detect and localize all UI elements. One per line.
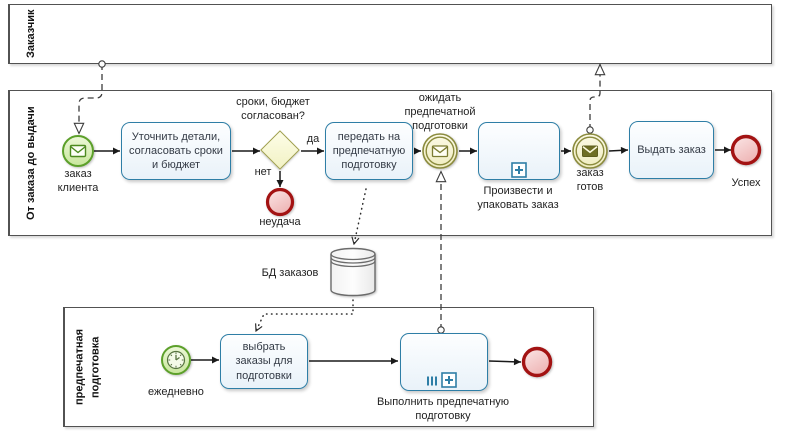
- task-deliver-order: Выдать заказ: [629, 121, 714, 179]
- throw-event-order-ready: [572, 133, 608, 169]
- label-gateway-question: сроки, бюджет согласован?: [236, 96, 310, 122]
- label-daily: ежедневно: [148, 386, 204, 398]
- pool-customer: Заказчик: [8, 4, 772, 64]
- label-success: Успех: [731, 177, 761, 189]
- timer-start-event-daily: [161, 345, 191, 375]
- label-perform-prepress: Выполнить предпечатную подготовку: [376, 396, 510, 422]
- subprocess-plus-icon: [441, 372, 457, 388]
- task-select-orders: выбрать заказы для подготовки: [220, 334, 308, 389]
- label-order-ready: заказ готов: [576, 167, 604, 193]
- task-clarify-details: Уточнить детали, согласовать сроки и бюд…: [121, 122, 231, 180]
- end-event-prepress: [521, 346, 553, 378]
- label-wait-prepress: ожидать предпечатной подготовки: [404, 92, 476, 132]
- label-failure: неудача: [259, 216, 301, 228]
- label-produce-pack: Произвести и упаковать заказ: [477, 185, 559, 211]
- datastore-cylinder-icon: [330, 247, 376, 297]
- clock-icon: [166, 350, 186, 370]
- envelope-icon: [69, 144, 87, 158]
- start-event-client-order: [62, 135, 94, 167]
- envelope-filled-icon: [582, 145, 598, 157]
- end-event-failure: [265, 187, 295, 217]
- subprocess-plus-icon: [511, 162, 527, 178]
- label-client-order: заказ клиента: [57, 168, 99, 194]
- end-event-success: [730, 134, 762, 166]
- label-yes: да: [306, 133, 320, 145]
- multi-instance-icon: [427, 376, 437, 386]
- pool-prepress: предпечатная подготовка: [63, 307, 594, 427]
- task-handoff-prepress: передать на предпечатную подготовку: [325, 122, 413, 180]
- catch-event-wait-prepress: [422, 133, 458, 169]
- envelope-icon: [431, 145, 449, 158]
- label-orders-db: БД заказов: [261, 267, 319, 279]
- label-no: нет: [254, 166, 272, 178]
